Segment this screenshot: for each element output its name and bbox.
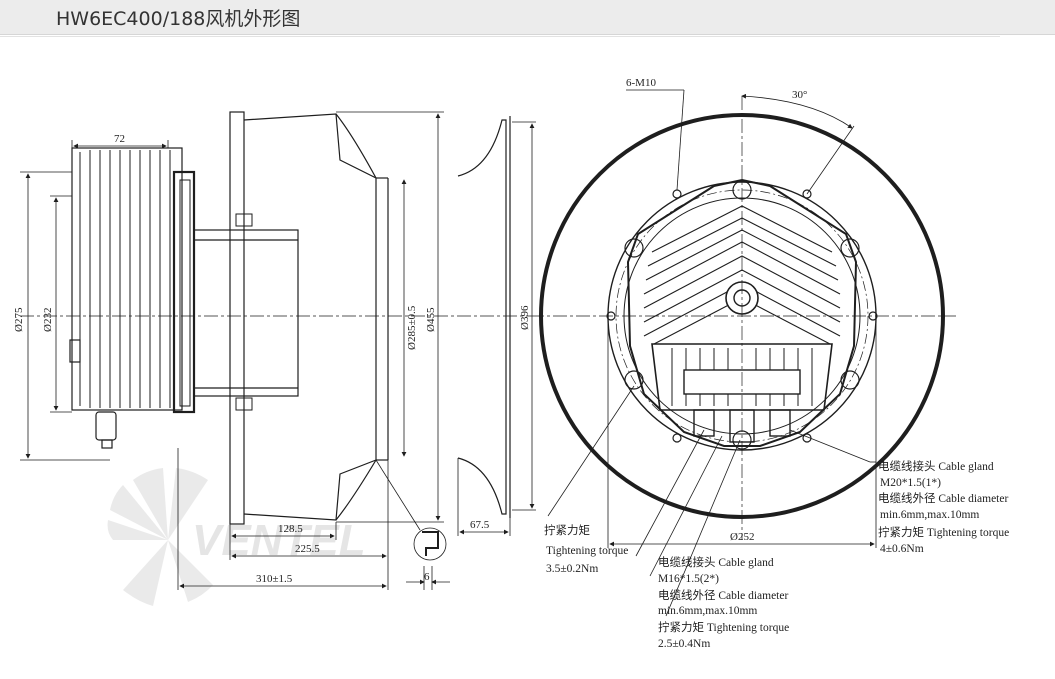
page-title: HW6EC400/188风机外形图 xyxy=(56,8,301,30)
note-gland-small-en: Cable gland xyxy=(718,557,773,569)
front-view xyxy=(530,96,956,540)
dim-d455: Ø455 xyxy=(425,307,437,332)
svg-text:电缆线外径 Cable diameter: 电缆线外径 Cable diameter xyxy=(878,491,1008,505)
svg-text:电缆线外径 Cable diameter: 电缆线外径 Cable diameter xyxy=(658,588,788,602)
dim-d396: Ø396 xyxy=(519,305,531,330)
dim-128-5: 128.5 xyxy=(278,523,303,535)
side-view-dimensions xyxy=(20,111,536,590)
dim-6-m10: 6-M10 xyxy=(626,77,656,89)
note-gland-small-cn: 电缆线接头 xyxy=(658,555,716,569)
note-screw-torque-cn: 拧紧力矩 xyxy=(544,523,590,537)
note-gland-large-torque-cn: 拧紧力矩 xyxy=(878,525,924,539)
svg-text:电缆线接头 Cable gland: 电缆线接头 Cable gland xyxy=(658,555,774,569)
svg-text:拧紧力矩 Tightening torque: 拧紧力矩 Tightening torque xyxy=(658,620,789,634)
note-gland-small-spec: M16*1.5(2*) xyxy=(658,573,719,585)
dim-72: 72 xyxy=(114,133,125,145)
note-screw-torque: 拧紧力矩 Tightening torque 3.5±0.2Nm xyxy=(544,523,628,575)
side-view xyxy=(20,111,530,525)
note-gland-small-dia-spec: min.6mm,max.10mm xyxy=(658,605,757,617)
note-gland-large-spec: M20*1.5(1*) xyxy=(880,477,941,489)
note-gland-large-dia-en: Cable diameter xyxy=(938,493,1008,505)
note-gland-small: 电缆线接头 Cable gland M16*1.5(2*) 电缆线外径 Cabl… xyxy=(658,555,789,650)
note-gland-large-dia-cn: 电缆线外径 xyxy=(878,491,936,505)
svg-text:拧紧力矩 Tightening torque: 拧紧力矩 Tightening torque xyxy=(878,525,1009,539)
dim-6: 6 xyxy=(424,571,430,583)
watermark-logo: VENTEL xyxy=(107,468,366,606)
note-screw-torque-en: Tightening torque xyxy=(546,545,628,557)
dim-d275: Ø275 xyxy=(13,307,25,332)
note-gland-small-torque-val: 2.5±0.4Nm xyxy=(658,638,710,650)
note-screw-torque-val: 3.5±0.2Nm xyxy=(546,563,598,575)
note-gland-large-en: Cable gland xyxy=(938,461,993,473)
note-gland-large-dia-spec: min.6mm,max.10mm xyxy=(880,509,979,521)
front-view-dimensions xyxy=(547,89,877,617)
note-gland-small-torque-cn: 拧紧力矩 xyxy=(658,620,704,634)
note-gland-large: 电缆线接头 Cable gland M20*1.5(1*) 电缆线外径 Cabl… xyxy=(878,459,1009,555)
note-gland-small-dia-en: Cable diameter xyxy=(718,590,788,602)
dim-310: 310±1.5 xyxy=(256,573,293,585)
dim-67-5: 67.5 xyxy=(470,519,490,531)
header-divider xyxy=(0,36,1000,37)
dim-30-deg: 30° xyxy=(792,89,807,101)
note-gland-small-torque-en: Tightening torque xyxy=(707,622,789,634)
note-gland-small-dia-cn: 电缆线外径 xyxy=(658,588,716,602)
dim-d252: Ø252 xyxy=(730,531,754,543)
dim-d232: Ø232 xyxy=(42,308,54,332)
dim-d285: Ø285±0.5 xyxy=(406,305,418,350)
note-gland-large-torque-en: Tightening torque xyxy=(927,527,1009,539)
svg-text:电缆线接头 Cable gland: 电缆线接头 Cable gland xyxy=(878,459,994,473)
header-bar: HW6EC400/188风机外形图 xyxy=(0,0,1055,35)
dim-225-5: 225.5 xyxy=(295,543,320,555)
note-gland-large-torque-val: 4±0.6Nm xyxy=(880,543,924,555)
note-gland-large-cn: 电缆线接头 xyxy=(878,459,936,473)
